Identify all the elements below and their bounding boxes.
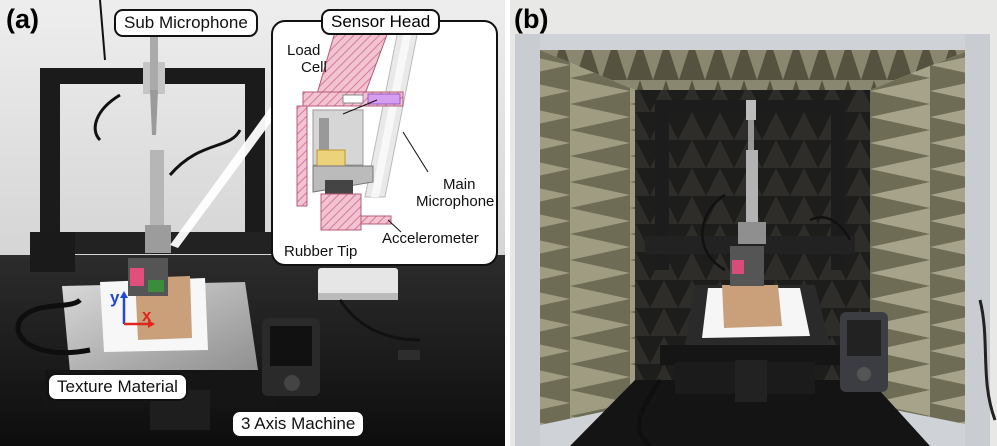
- xy-axis-arrows: [120, 291, 155, 328]
- rubber-tip-label: Rubber Tip: [284, 243, 358, 260]
- panel-b: (b): [510, 0, 997, 446]
- sensor-head-title: Sensor Head: [321, 9, 441, 35]
- load-cell-label: Load Cell: [287, 42, 327, 77]
- sensor-head-diagram: [296, 29, 429, 233]
- sensor-head-inset: [271, 20, 498, 266]
- panel-b-label: (b): [514, 4, 549, 34]
- panel-b-photo: [510, 0, 997, 446]
- three-axis-machine-callout: 3 Axis Machine: [231, 410, 366, 438]
- x-axis-label: x: [142, 306, 152, 325]
- main-microphone-label: Main Microphone: [416, 176, 495, 211]
- texture-material-callout: Texture Material: [47, 373, 188, 401]
- y-axis-label: y: [110, 288, 120, 307]
- panel-a: (a) Sub Microphone Texture Material 3 Ax…: [0, 0, 505, 446]
- panel-a-label: (a): [6, 4, 39, 34]
- sub-microphone-callout: Sub Microphone: [114, 9, 258, 37]
- accelerometer-label: Accelerometer: [382, 230, 479, 247]
